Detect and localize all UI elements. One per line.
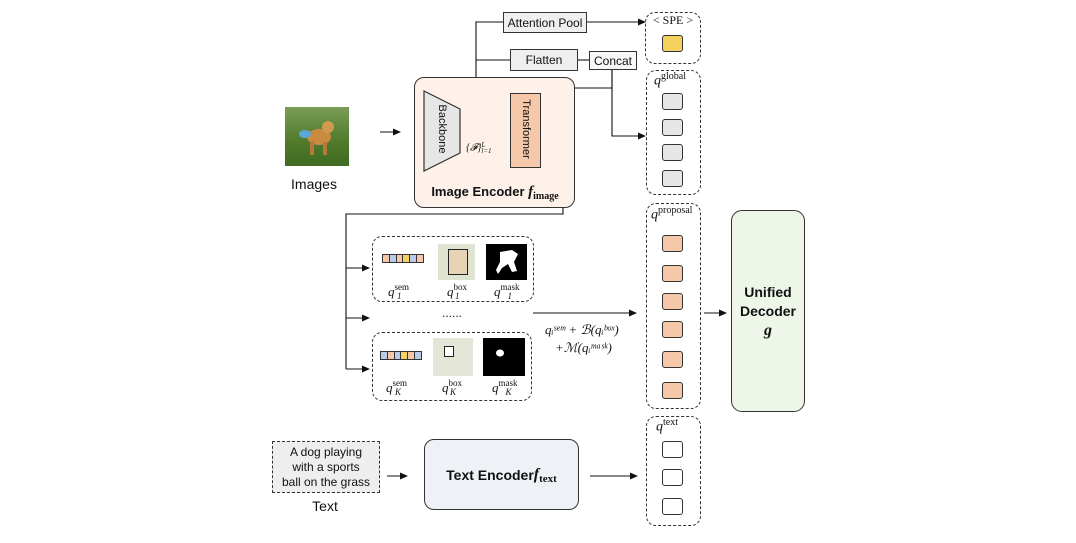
global-query-token xyxy=(662,93,683,110)
transformer-block xyxy=(510,93,541,168)
mask-icon xyxy=(486,244,527,280)
proposal-formula-line1: qᵢˢᵉᵐ + ℬ(qᵢᵇᵒˣ) xyxy=(545,322,619,337)
text-prompt-box: A dog playing with a sports ball on the … xyxy=(272,441,380,493)
proposal-query-token xyxy=(662,265,683,282)
images-label: Images xyxy=(291,176,337,192)
text-prompt-line: A dog playing xyxy=(289,444,363,459)
proposal-query-token xyxy=(662,293,683,310)
text-query-token xyxy=(662,498,683,515)
box-crop-icon xyxy=(438,244,475,280)
global-query-group xyxy=(646,70,701,195)
qk-box-label: qboxK xyxy=(442,378,462,397)
text-prompt-line: ball on the grass xyxy=(281,474,371,489)
proposal-query-group xyxy=(646,203,701,409)
text-query-label: qtext xyxy=(656,417,678,435)
attention-pool-block: Attention Pool xyxy=(503,12,587,33)
spe-label: < SPE > xyxy=(652,13,694,27)
proposal-query-token xyxy=(662,382,683,399)
flatten-block: Flatten xyxy=(510,49,578,71)
global-query-token xyxy=(662,144,683,161)
proposal-query-token xyxy=(662,235,683,252)
box-crop-icon xyxy=(433,338,473,376)
dog-photo xyxy=(285,107,349,166)
global-query-label: qglobal xyxy=(654,71,686,89)
unified-decoder-box: Unified Decoder g xyxy=(731,210,805,412)
mask-icon xyxy=(483,338,525,376)
semantic-embedding-icon xyxy=(380,351,422,360)
spe-token xyxy=(662,35,683,52)
proposal-query-label: qproposal xyxy=(651,205,693,223)
text-prompt-line: with a sports xyxy=(292,459,360,474)
text-query-token xyxy=(662,441,683,458)
spe-group xyxy=(645,12,701,64)
global-query-token xyxy=(662,119,683,136)
qk-sem-label: qsemK xyxy=(386,378,407,397)
decoder-line1: Unified xyxy=(744,283,792,300)
qk-mask-label: qmaskK xyxy=(492,378,518,397)
decoder-line2: Decoder xyxy=(739,302,797,319)
backbone-label: Backbone xyxy=(436,104,448,154)
text-query-group xyxy=(646,416,701,526)
proposal-group-bottom xyxy=(372,332,532,401)
proposal-query-token xyxy=(662,351,683,368)
ellipsis: ...... xyxy=(441,306,462,320)
proposal-query-token xyxy=(662,321,683,338)
proposal-group-top xyxy=(372,236,534,302)
transformer-label: Transformer xyxy=(520,99,532,159)
concat-block: Concat xyxy=(589,51,637,70)
q1-box-label: qbox1 xyxy=(447,282,467,301)
decoder-symbol: g xyxy=(764,321,772,339)
global-query-token xyxy=(662,170,683,187)
proposal-formula-line2: +ℳ(qᵢᵐᵃˢᵏ) xyxy=(555,340,612,355)
q1-mask-label: qmask1 xyxy=(494,282,520,301)
q1-sem-label: qsem1 xyxy=(388,282,409,301)
backbone-block xyxy=(423,90,461,172)
image-encoder-title: Image Encoder fimage xyxy=(431,184,559,202)
semantic-embedding-icon xyxy=(382,254,424,263)
text-label: Text xyxy=(312,498,338,514)
text-query-token xyxy=(662,469,683,486)
